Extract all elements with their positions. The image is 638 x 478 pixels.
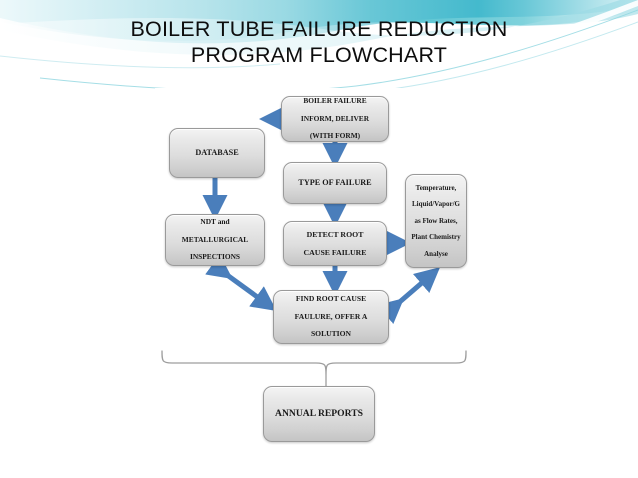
grouping-brace (161, 350, 467, 386)
slide-title-line-2: PROGRAM FLOWCHART (190, 43, 448, 67)
node-ndt-line-2: METALLURGICAL (181, 234, 249, 244)
node-parameters-line-3: as Flow Rates, (414, 216, 458, 225)
slide-title-line-1: BOILER TUBE FAILURE REDUCTION (130, 17, 508, 41)
node-find-root-cause-offer-solution[interactable]: FIND ROOT CAUSE FAULURE, OFFER A SOLUTIO… (273, 290, 389, 344)
node-ndt-line-3: INSPECTIONS (189, 252, 241, 262)
node-boiler-failure-line-3: (WITH FORM) (309, 131, 361, 141)
node-type-of-failure[interactable]: TYPE OF FAILURE (283, 162, 387, 204)
node-type-of-failure-label: TYPE OF FAILURE (298, 178, 372, 188)
node-parameters-line-4: Plant Chemistry (411, 233, 461, 242)
node-parameters-line-1: Temperature, (415, 183, 457, 192)
arrow-find-params-double (376, 267, 441, 324)
node-database[interactable]: DATABASE (169, 128, 265, 178)
node-annual-reports-label: ANNUAL REPORTS (275, 408, 363, 420)
arrow-ndt-find-double (205, 254, 277, 312)
node-detect-line-2: CAUSE FAILURE (303, 248, 367, 258)
node-parameters-analyse[interactable]: Temperature, Liquid/Vapor/G as Flow Rate… (405, 174, 467, 268)
flowchart-panel: BOILER FAILURE INFORM, DELIVER (WITH FOR… (155, 88, 467, 446)
node-parameters-line-2: Liquid/Vapor/G (411, 200, 460, 209)
node-find-line-1: FIND ROOT CAUSE (295, 293, 367, 303)
node-ndt-line-1: NDT and (200, 217, 230, 227)
node-ndt-metallurgical-inspections[interactable]: NDT and METALLURGICAL INSPECTIONS (165, 214, 265, 266)
node-boiler-failure[interactable]: BOILER FAILURE INFORM, DELIVER (WITH FOR… (281, 96, 389, 142)
header-swoosh-decoration (0, 0, 638, 93)
node-database-label: DATABASE (195, 148, 239, 158)
node-boiler-failure-line-1: BOILER FAILURE (303, 96, 367, 106)
node-detect-line-1: DETECT ROOT (306, 229, 364, 239)
slide-title: BOILER TUBE FAILURE REDUCTION PROGRAM FL… (0, 16, 638, 68)
node-parameters-line-5: Analyse (424, 249, 448, 258)
flow-arrows (202, 106, 441, 324)
node-find-line-3: SOLUTION (310, 329, 352, 339)
node-find-line-2: FAULURE, OFFER A (294, 311, 368, 321)
node-boiler-failure-line-2: INFORM, DELIVER (300, 113, 370, 123)
node-annual-reports[interactable]: ANNUAL REPORTS (263, 386, 375, 442)
node-detect-root-cause-failure[interactable]: DETECT ROOT CAUSE FAILURE (283, 221, 387, 266)
